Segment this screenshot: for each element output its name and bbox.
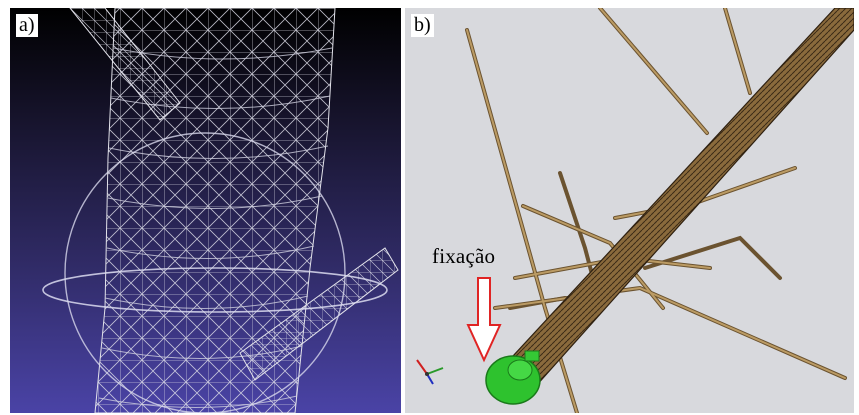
wireframe-viewport[interactable]: a) <box>10 8 401 413</box>
panel-a-label: a) <box>16 14 38 37</box>
fixation-label: fixação <box>432 244 496 268</box>
mesh-canvas <box>42 8 399 413</box>
trunk-rings <box>98 47 333 409</box>
gizmo-circle <box>64 132 346 413</box>
xyz-axes-icon <box>416 359 444 385</box>
cad-viewport[interactable]: b) fixação <box>405 8 854 413</box>
fixation-cap <box>485 350 541 405</box>
panel-b-label: b) <box>411 14 434 37</box>
cad-trunk <box>499 8 854 397</box>
upper-branch-mesh <box>69 8 181 121</box>
right-branch-mesh <box>239 247 399 381</box>
cad-canvas <box>416 8 854 413</box>
down-arrow-icon <box>466 277 502 363</box>
gizmo-ring <box>42 267 388 313</box>
